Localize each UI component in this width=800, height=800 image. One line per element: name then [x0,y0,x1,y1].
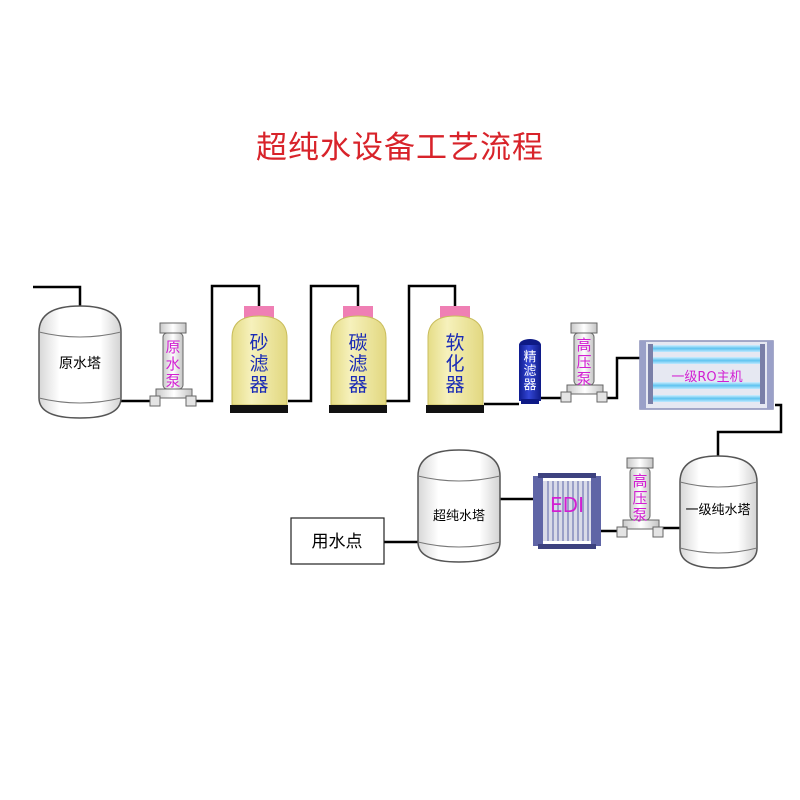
point-of-use: 用水点 [290,517,385,565]
diagram-title: 超纯水设备工艺流程 [256,130,544,166]
carbon-filter: 碳滤器 [329,306,387,413]
high-pressure-pump-1-label: 高压泵 [576,336,591,388]
ultra-pure-water-tank-label: 超纯水塔 [433,509,485,524]
sand-filter: 砂滤器 [230,306,288,413]
sand-filter-label: 砂滤器 [249,332,268,396]
ultra-pure-water-tank: 超纯水塔 [417,449,501,563]
raw-water-tank: 原水塔 [38,305,122,419]
pipe-sand-to-carbon [288,284,360,403]
pipe-carbon-to-softener [384,284,457,403]
pipe-ro-to-primary [716,403,783,458]
raw-water-pump: 原水泵 [149,322,197,407]
raw-water-tank-label: 原水塔 [59,356,101,372]
pipe-inlet [33,285,82,308]
primary-pure-water-tank: 一级纯水塔 [679,455,758,569]
edi-module: EDI [533,473,601,549]
carbon-filter-label: 碳滤器 [348,332,367,396]
pipes [33,284,783,544]
high-pressure-pump-2: 高压泵 [616,457,664,538]
primary-pure-water-tank-label: 一级纯水塔 [685,503,750,518]
precision-filter-label: 精滤器 [523,350,536,393]
edi-label: EDI [550,493,584,517]
raw-water-pump-label: 原水泵 [165,338,180,390]
pipe-hp1-to-ro [599,356,642,400]
ro-unit: 一级RO主机 [639,340,774,410]
ro-membrane-tubes [648,344,765,404]
softener-label: 软化器 [445,332,464,396]
high-pressure-pump-2-label: 高压泵 [632,472,647,524]
softener: 软化器 [426,306,484,413]
ro-unit-label: 一级RO主机 [671,370,742,385]
pipe-pump-to-sand [193,284,261,403]
precision-filter: 精滤器 [519,339,541,404]
point-of-use-label: 用水点 [312,532,363,552]
high-pressure-pump-1: 高压泵 [560,322,608,403]
